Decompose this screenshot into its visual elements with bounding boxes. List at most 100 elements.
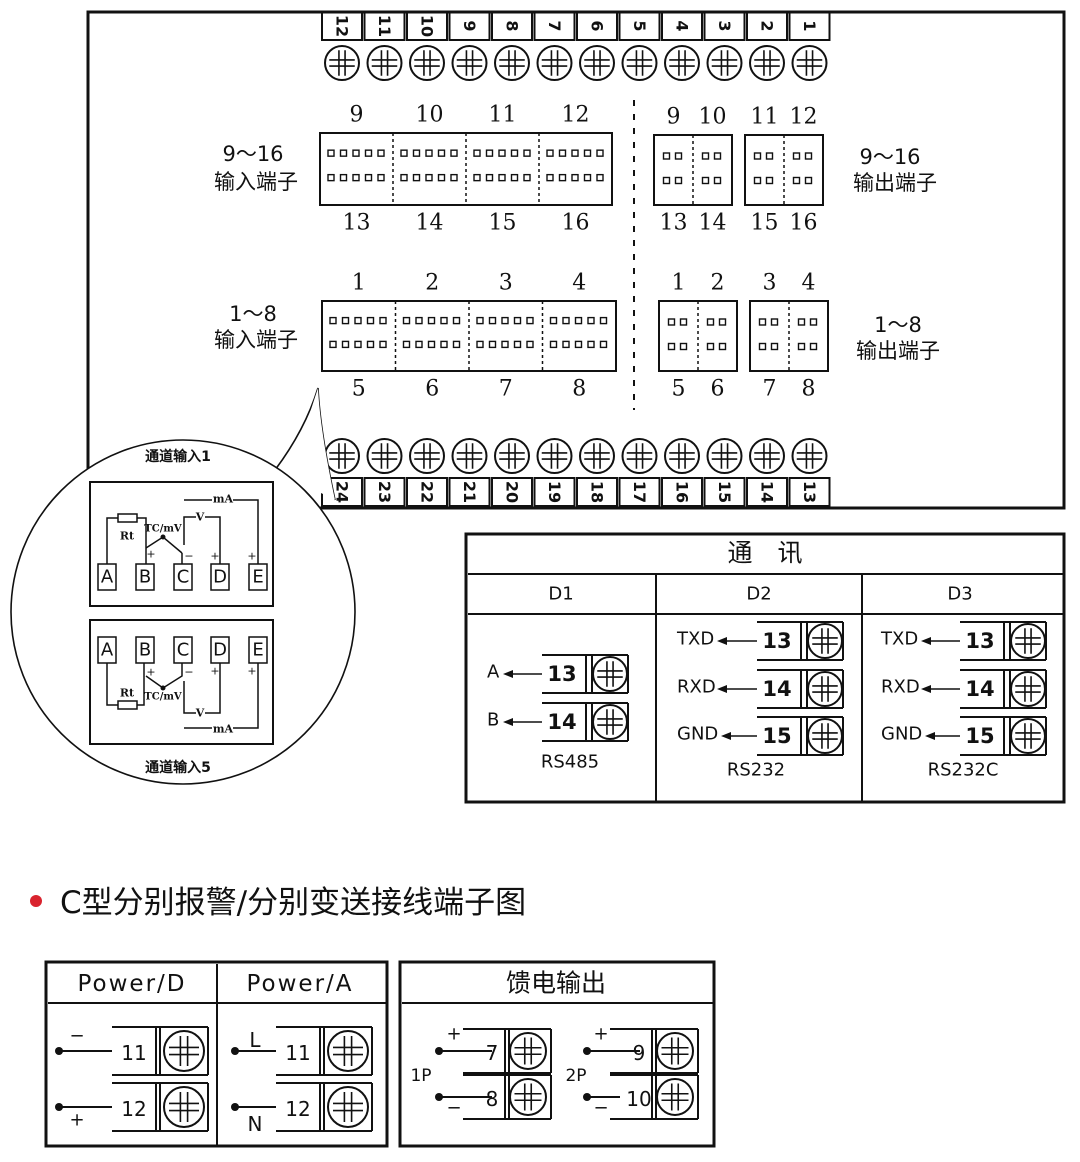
- output_1_8-pin: [758, 318, 767, 326]
- input_9_16-pin: [571, 173, 579, 182]
- input_9_16-pin: [498, 149, 506, 157]
- output_9_16-pin: [713, 176, 722, 185]
- bottom-terminal-number: 23: [375, 481, 394, 503]
- input_1_8-pin: [379, 340, 387, 349]
- plus-sign: +: [210, 550, 219, 563]
- comm-signal-label: GND: [881, 724, 922, 745]
- input_9_16-pin: [558, 173, 567, 182]
- comm-d2-protocol: RS232: [727, 760, 785, 781]
- input_1_8-pin: [366, 316, 375, 325]
- power-a-terminal-frame: [276, 1082, 325, 1132]
- top-terminal-label-box: [703, 11, 746, 41]
- screw-slot-icon: [584, 50, 610, 76]
- output_1_8-pin: [667, 318, 676, 326]
- bottom-screw-terminal-icon: [451, 438, 488, 474]
- input_9_16-pin: [485, 173, 494, 182]
- input_1_8-pin: [427, 340, 436, 349]
- terminal-block-frame: [86, 10, 1066, 510]
- screw-slot-icon: [541, 443, 568, 469]
- top-screw-terminal-icon: [366, 45, 403, 81]
- output_1_8-pin: [667, 342, 676, 351]
- input_9_16-bottom-number: 13: [343, 211, 371, 236]
- current-label: mA: [213, 493, 234, 506]
- bottom-terminal-label-box: [363, 477, 406, 507]
- input_9_16-pin: [364, 173, 373, 182]
- bottom-screw-terminal-icon: [579, 438, 615, 474]
- comm-terminal-number: 13: [965, 629, 994, 653]
- output_1_8-pin: [679, 342, 688, 351]
- screw-slot-icon: [514, 1083, 542, 1111]
- bottom-terminal-label-box: [661, 477, 703, 507]
- input_9_16-pin: [377, 173, 385, 182]
- rt-wiring: [106, 517, 147, 564]
- input_1_8-pin: [366, 340, 375, 349]
- input_9_16-pin: [596, 149, 604, 157]
- tc-wiring: [145, 663, 183, 689]
- comm-terminal-number: 14: [762, 677, 791, 701]
- comm-signal-label: A: [487, 662, 500, 683]
- input-1-8-range: 1～8: [229, 302, 277, 326]
- bottom-screw-terminal-icon: [536, 438, 573, 474]
- top-screw-terminal-icon: [536, 45, 573, 81]
- channel1-terminal-letter: A: [101, 567, 114, 588]
- input_1_8-top-number: 4: [572, 271, 586, 296]
- rt-label: Rt: [120, 687, 135, 700]
- screw-slot-icon: [796, 50, 823, 76]
- channel5-terminal-letter: B: [139, 640, 151, 661]
- comm-screw-icon: [807, 623, 843, 659]
- bottom-terminal-number: 22: [418, 481, 437, 503]
- channel5-terminal: [135, 636, 155, 664]
- output_1_8-pin: [797, 342, 806, 351]
- input_9_16-pin: [327, 149, 335, 157]
- power-d-terminal-frame: [112, 1082, 161, 1132]
- channel5-terminal-letter: A: [101, 640, 114, 661]
- top-screw-terminal-icon: [791, 45, 828, 81]
- bottom-screw-terminal-icon: [791, 438, 828, 474]
- top-terminal-number: 4: [673, 20, 692, 31]
- input_1_8-bottom-number: 6: [425, 377, 439, 402]
- comm-screw-icon: [1010, 671, 1046, 707]
- screw-slot-icon: [514, 1037, 542, 1065]
- minus-sign: −: [184, 666, 193, 679]
- input_9_16-top-number: 11: [489, 103, 517, 128]
- feed-1p-label: 1P: [410, 1066, 431, 1086]
- bottom-screw-terminal-icon: [409, 438, 445, 474]
- input_9_16-pin: [473, 149, 481, 157]
- input_9_16-top-number: 10: [416, 103, 444, 128]
- input_1_8-top-number: 2: [425, 271, 439, 296]
- plus-sign: +: [210, 665, 219, 678]
- bottom-terminal-label-box: [533, 477, 576, 507]
- comm-signal-label: TXD: [880, 629, 918, 650]
- bottom-terminal-number: 15: [715, 481, 734, 503]
- arrow-left-icon: [503, 670, 513, 678]
- callout-bottom-title: 通道输入5: [145, 759, 211, 776]
- top-terminal-label-box: [746, 11, 788, 41]
- bottom-terminal-number: 21: [460, 481, 479, 503]
- input_1_8-pin: [329, 340, 337, 349]
- top-terminal-label-box: [661, 11, 703, 41]
- top-terminal-number: 8: [503, 20, 522, 31]
- bottom-terminal-number: 19: [545, 481, 564, 503]
- channel1-terminal-letter: C: [177, 567, 190, 588]
- channel1-terminal-letter: B: [139, 567, 151, 588]
- input_9_16-pin: [546, 149, 554, 157]
- top-screw-terminal-icon: [494, 45, 530, 81]
- output_1_8-top-number: 4: [802, 271, 816, 296]
- input_9_16-pin: [485, 149, 494, 157]
- voltage-wiring: [183, 663, 221, 714]
- output_1_8-pin: [758, 342, 767, 351]
- output_9_16-connector: [744, 134, 824, 206]
- screw-slot-icon: [796, 443, 823, 469]
- input_1_8-bottom-number: 7: [499, 377, 513, 402]
- input_1_8-pin: [476, 340, 484, 349]
- output_9_16-pin: [674, 152, 683, 160]
- screw-slot-icon: [456, 443, 483, 469]
- output_9_16-pin: [765, 176, 774, 185]
- input_1_8-pin: [488, 340, 497, 349]
- current-label: mA: [213, 723, 234, 736]
- screw-slot-icon: [812, 628, 838, 654]
- rt-resistor: [117, 513, 138, 523]
- bottom-screw-terminal-icon: [621, 438, 658, 474]
- screw-slot-icon: [597, 661, 623, 687]
- arrow-left-icon: [925, 732, 935, 740]
